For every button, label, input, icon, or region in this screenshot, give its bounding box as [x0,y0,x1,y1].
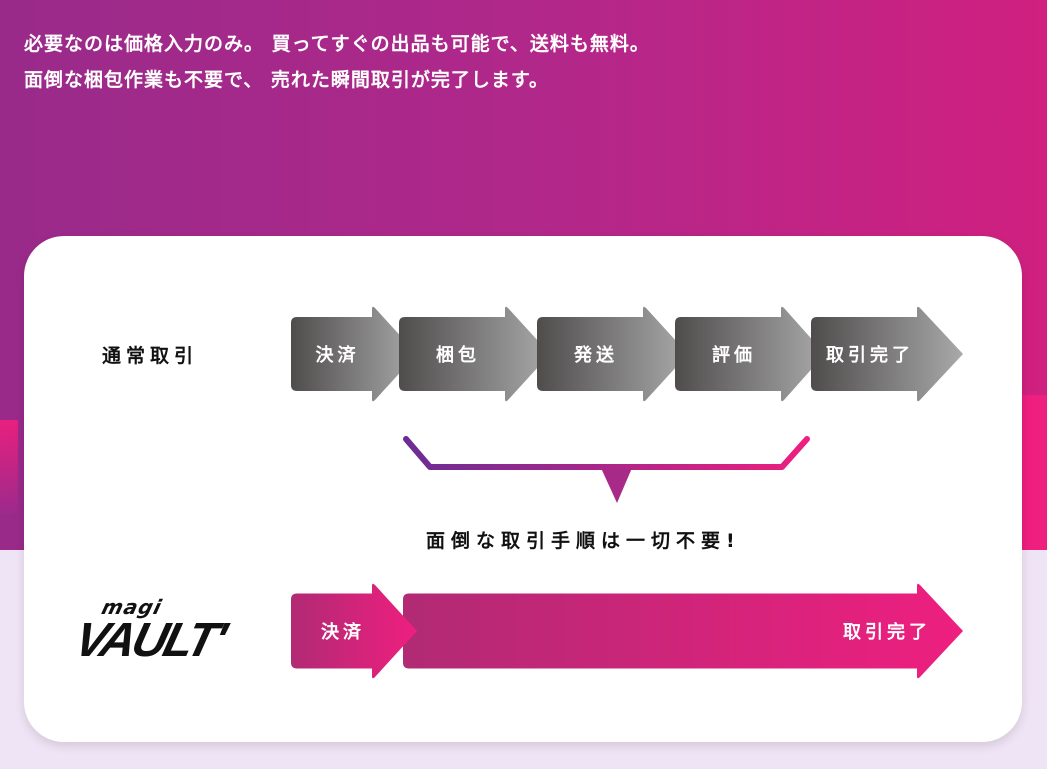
intro-text: 必要なのは価格入力のみ。 買ってすぐの出品も可能で、送料も無料。 面倒な梱包作業… [24,26,650,98]
normal-step-5: 取引完了 [811,306,963,402]
arrow-label: 梱包 [436,344,480,366]
arrow-shape [399,306,550,402]
arrow-shape [537,306,688,402]
no-steps-note: 面倒な取引手順は一切不要! [426,530,741,552]
decorative-strip-right [1017,395,1047,550]
vault-step-2: 取引完了 [403,583,963,679]
logo-vault: VAULT' [69,614,229,667]
intro-line-1: 必要なのは価格入力のみ。 買ってすぐの出品も可能で、送料も無料。 [24,33,650,55]
arrow-shape [291,583,417,679]
arrow-shape [403,583,963,679]
normal-step-1: 決済 [291,306,417,402]
intro-line-2: 面倒な梱包作業も不要で、 売れた瞬間取引が完了します。 [24,69,549,91]
vault-step-1: 決済 [291,583,417,679]
normal-step-3: 発送 [537,306,688,402]
arrow-label: 取引完了 [826,344,914,366]
arrow-label: 決済 [321,621,365,643]
arrow-shape [291,306,417,402]
arrow-label: 発送 [573,344,618,366]
arrow-shape [675,306,825,402]
arrow-label: 評価 [712,344,756,366]
magi-vault-logo: magi VAULT' [69,595,233,667]
arrow-label: 決済 [316,344,360,366]
bracket-pointer-icon [601,468,632,503]
arrow-shape [811,306,963,402]
arrow-label: 取引完了 [843,621,931,643]
normal-step-4: 評価 [675,306,825,402]
decorative-strip-left [0,420,18,515]
bracket [403,436,810,470]
normal-step-2: 梱包 [399,306,550,402]
normal-trade-label: 通常取引 [102,345,199,367]
